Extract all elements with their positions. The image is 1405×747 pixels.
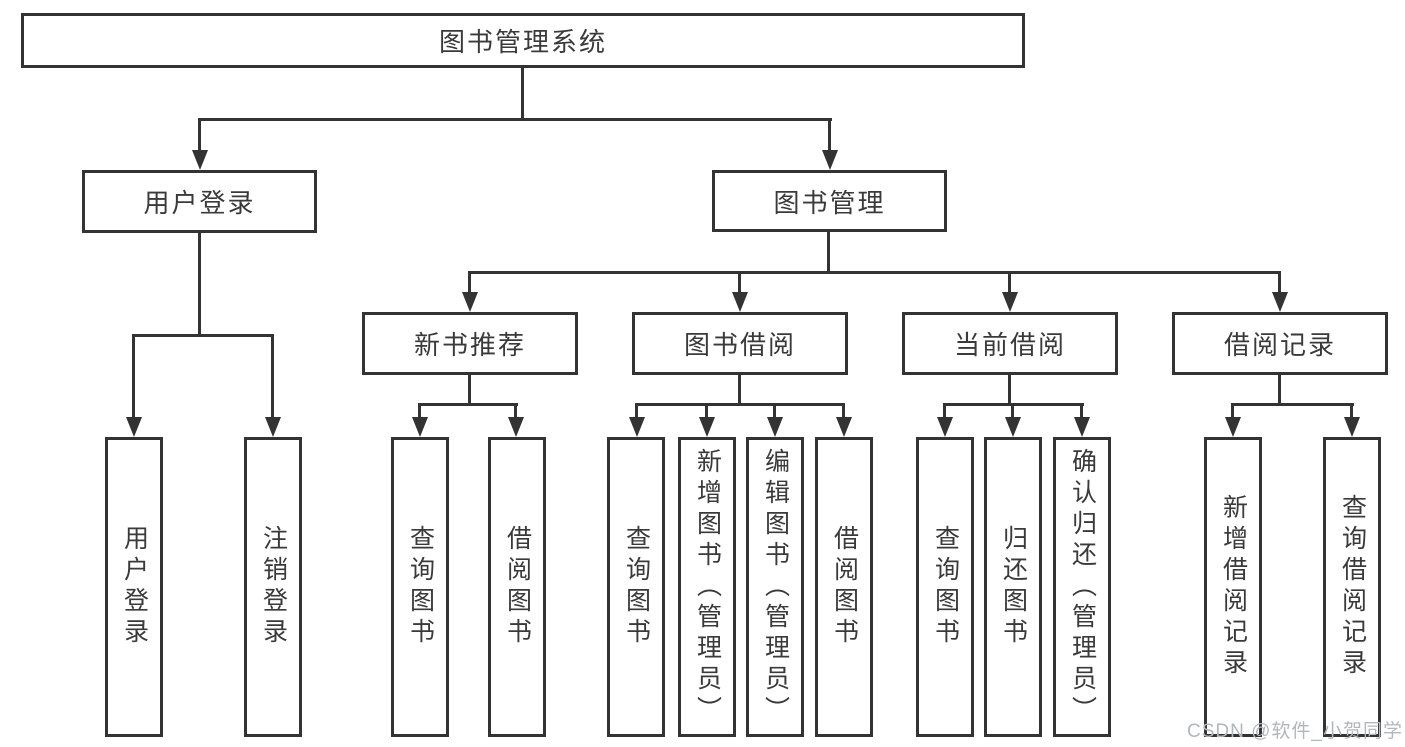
leaf-borrow-query-book: 查询图书	[607, 437, 665, 737]
connector-line	[1231, 403, 1354, 406]
connector-line	[842, 403, 845, 419]
leaf-current-confirm-return-admin: 确认归还（管理员）	[1053, 437, 1111, 737]
connector-line	[827, 232, 830, 274]
connector-line	[132, 334, 135, 419]
node-label: 用户登录	[143, 188, 256, 218]
node-label: 当前借阅	[953, 330, 1066, 360]
arrowhead-down-icon	[192, 150, 208, 170]
leaf-label: 编辑图书（管理员）	[761, 447, 790, 727]
csdn-watermark: CSDN @软件_小贺同学	[1187, 721, 1403, 742]
leaf-newbook-query-book: 查询图书	[391, 437, 449, 737]
connector-line	[1278, 373, 1281, 406]
connector-line	[1080, 403, 1083, 419]
leaf-label: 查询图书	[622, 525, 651, 649]
leaf-label: 新增借阅记录	[1219, 494, 1248, 680]
connector-line	[1231, 403, 1234, 419]
connector-line	[828, 118, 831, 152]
arrowhead-down-icon	[1225, 417, 1241, 437]
node-library-management-system: 图书管理系统	[21, 13, 1025, 68]
leaf-label: 查询图书	[931, 525, 960, 649]
arrowhead-down-icon	[732, 292, 748, 312]
connector-line	[198, 118, 201, 152]
connector-line	[738, 373, 741, 406]
arrowhead-down-icon	[836, 417, 852, 437]
arrowhead-down-icon	[1005, 417, 1021, 437]
arrowhead-down-icon	[1002, 292, 1018, 312]
node-new-book-recommend: 新书推荐	[362, 312, 578, 375]
connector-line	[635, 403, 845, 406]
node-borrow-record: 借阅记录	[1172, 312, 1388, 375]
node-label: 图书借阅	[683, 330, 796, 360]
connector-line	[635, 403, 638, 419]
arrowhead-down-icon	[126, 417, 142, 437]
arrowhead-down-icon	[1074, 417, 1090, 437]
connector-line	[468, 271, 1281, 274]
node-book-borrow: 图书借阅	[632, 312, 848, 375]
leaf-newbook-borrow-book: 借阅图书	[488, 437, 546, 737]
arrowhead-down-icon	[822, 150, 838, 170]
leaf-label: 查询图书	[406, 525, 435, 649]
arrowhead-down-icon	[767, 417, 783, 437]
leaf-label: 查询借阅记录	[1338, 494, 1367, 680]
leaf-label: 归还图书	[999, 525, 1028, 649]
connector-line	[1008, 373, 1011, 406]
node-label: 图书管理系统	[438, 27, 607, 57]
connector-line	[738, 271, 741, 294]
leaf-borrow-borrow-book: 借阅图书	[815, 437, 873, 737]
arrowhead-down-icon	[699, 417, 715, 437]
connector-line	[705, 403, 708, 419]
leaf-current-query-book: 查询图书	[916, 437, 974, 737]
connector-line	[418, 403, 421, 419]
leaf-borrow-edit-book-admin: 编辑图书（管理员）	[746, 437, 804, 737]
node-user-login: 用户登录	[82, 170, 317, 233]
connector-line	[1008, 271, 1011, 294]
leaf-label: 注销登录	[259, 525, 288, 649]
leaf-label: 新增图书（管理员）	[693, 447, 722, 727]
connector-line	[468, 271, 471, 294]
arrowhead-down-icon	[412, 417, 428, 437]
connector-line	[198, 233, 201, 337]
connector-line	[514, 403, 517, 419]
connector-line	[198, 118, 832, 121]
connector-line	[418, 403, 518, 406]
connector-line	[943, 403, 946, 419]
connector-line	[1011, 403, 1014, 419]
connector-line	[271, 334, 274, 419]
connector-line	[1350, 403, 1353, 419]
connector-line	[132, 334, 274, 337]
node-current-borrow: 当前借阅	[902, 312, 1118, 375]
leaf-label: 借阅图书	[503, 525, 532, 649]
arrowhead-down-icon	[462, 292, 478, 312]
leaf-label: 确认归还（管理员）	[1068, 447, 1097, 727]
connector-line	[1278, 271, 1281, 294]
leaf-record-add-borrow-record: 新增借阅记录	[1204, 437, 1262, 737]
node-label: 新书推荐	[413, 330, 526, 360]
arrowhead-down-icon	[265, 417, 281, 437]
node-label: 图书管理	[773, 187, 886, 218]
arrowhead-down-icon	[1272, 292, 1288, 312]
leaf-label: 用户登录	[120, 525, 149, 649]
connector-line	[468, 373, 471, 406]
arrowhead-down-icon	[629, 417, 645, 437]
leaf-label: 借阅图书	[830, 525, 859, 649]
arrowhead-down-icon	[937, 417, 953, 437]
arrowhead-down-icon	[508, 417, 524, 437]
connector-line	[773, 403, 776, 419]
leaf-logout: 注销登录	[244, 437, 302, 737]
node-book-management: 图书管理	[712, 170, 947, 232]
leaf-current-return-book: 归还图书	[984, 437, 1042, 737]
leaf-record-query-borrow-record: 查询借阅记录	[1323, 437, 1381, 737]
leaf-borrow-add-book-admin: 新增图书（管理员）	[678, 437, 736, 737]
connector-line	[521, 68, 524, 121]
node-label: 借阅记录	[1223, 330, 1336, 360]
arrowhead-down-icon	[1344, 417, 1360, 437]
leaf-user-login: 用户登录	[105, 437, 163, 737]
